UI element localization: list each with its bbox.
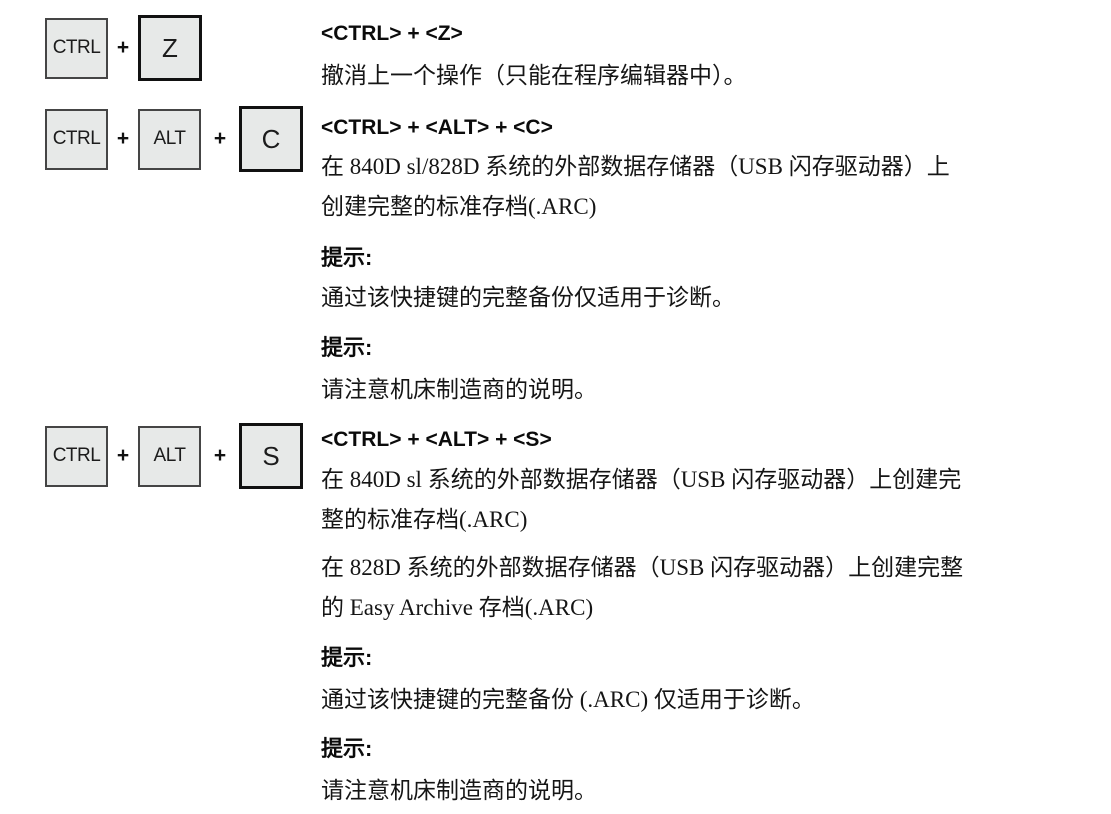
tip-text: 通过该快捷键的完整备份仅适用于诊断。	[321, 285, 735, 310]
key-s-icon: S	[239, 423, 303, 489]
tip-label: 提示:	[321, 335, 373, 360]
key-ctrl-icon: CTRL	[45, 108, 108, 170]
shortcut-description-line: 在 828D 系统的外部数据存储器（USB 闪存驱动器）上创建完整	[321, 555, 964, 580]
shortcut-heading-ctrl-z: <CTRL> + <Z>	[321, 22, 463, 45]
plus-separator: +	[116, 127, 130, 150]
plus-separator: +	[213, 127, 227, 150]
shortcut-heading-ctrl-alt-s: <CTRL> + <ALT> + <S>	[321, 428, 552, 451]
shortcut-description-line: 撤消上一个操作（只能在程序编辑器中）。	[321, 63, 747, 88]
tip-text: 请注意机床制造商的说明。	[321, 377, 597, 402]
tip-label: 提示:	[321, 645, 373, 670]
key-alt-icon: ALT	[138, 108, 201, 170]
shortcut-heading-ctrl-alt-c: <CTRL> + <ALT> + <C>	[321, 116, 553, 139]
key-ctrl-icon: CTRL	[45, 17, 108, 79]
plus-separator: +	[213, 444, 227, 467]
shortcut-description-line: 整的标准存档(.ARC)	[321, 507, 528, 532]
plus-separator: +	[116, 36, 130, 59]
shortcut-description-line: 的 Easy Archive 存档(.ARC)	[321, 595, 594, 620]
key-combo-ctrl-alt-s: CTRL + ALT + S	[45, 423, 303, 489]
key-combo-ctrl-alt-c: CTRL + ALT + C	[45, 106, 303, 172]
shortcut-description-line: 在 840D sl 系统的外部数据存储器（USB 闪存驱动器）上创建完	[321, 467, 962, 492]
shortcut-description-line: 创建完整的标准存档(.ARC)	[321, 194, 597, 219]
description-column: <CTRL> + <Z> 撤消上一个操作（只能在程序编辑器中）。 <CTRL> …	[321, 0, 1111, 814]
key-ctrl-icon: CTRL	[45, 425, 108, 487]
shortcut-description-line: 在 840D sl/828D 系统的外部数据存储器（USB 闪存驱动器）上	[321, 154, 950, 179]
plus-separator: +	[116, 444, 130, 467]
tip-label: 提示:	[321, 736, 373, 761]
tip-text: 通过该快捷键的完整备份 (.ARC) 仅适用于诊断。	[321, 687, 815, 712]
key-alt-icon: ALT	[138, 425, 201, 487]
key-z-icon: Z	[138, 15, 202, 81]
tip-label: 提示:	[321, 245, 373, 270]
tip-text: 请注意机床制造商的说明。	[321, 778, 597, 803]
key-c-icon: C	[239, 106, 303, 172]
key-combo-ctrl-z: CTRL + Z	[45, 15, 202, 81]
